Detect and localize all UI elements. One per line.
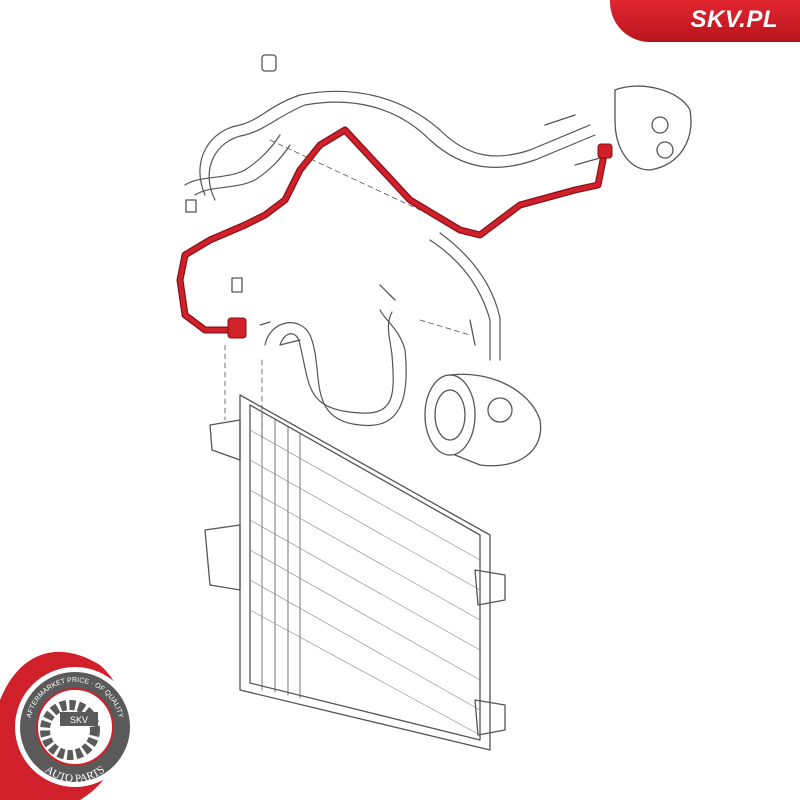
highlighted-ac-hose [176, 126, 613, 339]
condenser [204, 394, 506, 751]
compressor [424, 373, 542, 467]
brand-tab: SKV.PL [610, 0, 800, 42]
bolts [185, 54, 601, 346]
evaporator-fitting [614, 85, 692, 171]
skv-auto-parts-badge: SKV AFTERMARKET PRICE · OF QUALITY AUTO … [0, 651, 135, 800]
brand-logo-text: SKV.PL [690, 6, 778, 33]
grey-hoses [184, 90, 596, 427]
badge-center-text: SKV [70, 715, 88, 725]
